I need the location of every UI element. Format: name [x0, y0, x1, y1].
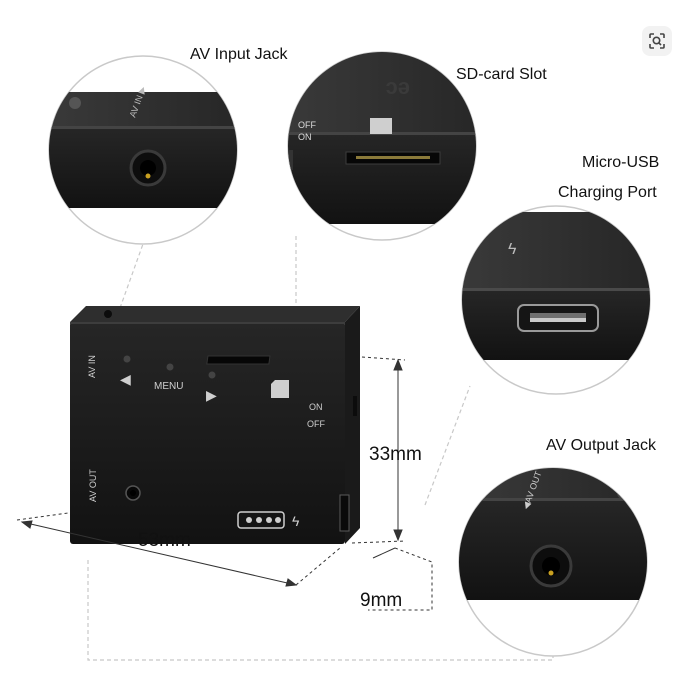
device-label-av-out: AV OUT: [88, 469, 98, 502]
svg-text:ϟ: ϟ: [292, 513, 300, 529]
svg-text:ON: ON: [298, 132, 312, 142]
svg-text:ϟ: ϟ: [508, 241, 517, 258]
label-av-output-jack: AV Output Jack: [546, 437, 656, 454]
visual-search-button[interactable]: [642, 26, 672, 56]
device-label-off: OFF: [307, 419, 325, 429]
dimension-lines: [16, 356, 433, 611]
dimension-width: 53mm: [138, 530, 191, 551]
device-arrow-left: ◀: [120, 371, 131, 387]
zoom-av-output: ◀AV OUT: [458, 467, 648, 657]
svg-text:OFF: OFF: [298, 120, 316, 130]
label-micro-usb: Micro-USB: [582, 154, 660, 171]
device-main: ϟ AV IN AV OUT MENU ◀ ▶ ON OFF: [70, 306, 360, 544]
dimension-depth: 9mm: [360, 590, 403, 611]
label-av-input-jack: AV Input Jack: [190, 46, 288, 63]
device-arrow-right: ▶: [206, 387, 217, 403]
label-sd-card-slot: SD-card Slot: [456, 66, 547, 83]
zoom-av-input: AV IN ▶: [48, 55, 238, 245]
device-label-menu: MENU: [154, 381, 183, 392]
device-label-av-in: AV IN: [87, 355, 97, 378]
zoom-micro-usb: ϟ: [461, 205, 651, 395]
device-label-on: ON: [309, 402, 323, 412]
label-charging-port: Charging Port: [558, 184, 657, 201]
svg-text:ec: ec: [386, 77, 410, 102]
dimension-height: 33mm: [369, 444, 422, 465]
zoom-sd-slot: OFF ON ec: [287, 51, 477, 241]
visual-search-icon: [649, 33, 665, 49]
